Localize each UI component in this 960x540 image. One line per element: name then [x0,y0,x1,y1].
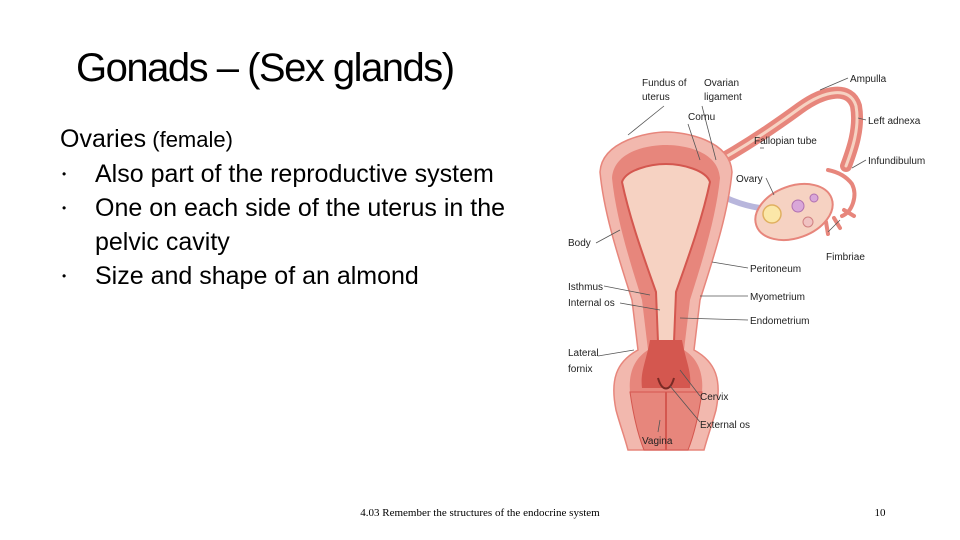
label-isthmus: Isthmus [568,282,603,293]
label-fimbriae: Fimbriae [826,252,865,263]
label-cornu: Cornu [688,112,715,123]
heading-ovaries: Ovaries [60,125,147,153]
bullet-icon: • [62,167,67,181]
footer-text: 4.03 Remember the structures of the endo… [360,507,600,519]
label-vagina: Vagina [642,436,673,447]
bullet-text: Size and shape of an almond [95,262,419,290]
body-text: Ovaries (female) • Also part of the repro… [60,122,530,293]
label-fundus-of-uterus: uterus [642,92,670,103]
bullet-item: • One on each side of the uterus in the p… [60,191,530,259]
bullet-text: One on each side of the uterus in the pe… [95,194,505,256]
section-heading: Ovaries (female) [60,122,530,157]
label-internal-os: Internal os [568,298,615,309]
label-ovarian-ligament: Ovarian [704,78,739,89]
label-fallopian-tube: Fallopian tube [754,136,817,147]
label-ovary: Ovary [736,174,763,185]
label-left-adnexa: Left adnexa [868,116,921,127]
bullet-item: • Size and shape of an almond [60,259,530,293]
bullet-icon: • [62,201,67,215]
fallopian-tube-lumen [704,91,859,170]
ovarian-follicle [791,199,805,213]
slide-title: Gonads – (Sex glands) [76,46,455,90]
label-endometrium: Endometrium [750,316,809,327]
endometrium [620,162,712,343]
bullet-text: Also part of the reproductive system [95,160,494,188]
label-body: Body [568,238,591,249]
external-os [657,377,675,390]
label-lateral-fornix: fornix [568,364,592,375]
label-peritoneum: Peritoneum [750,264,801,275]
uterus-diagram: Fundus of uterus Ovarian ligament Cornu … [568,74,925,451]
bullet-list: • Also part of the reproductive system • O… [60,157,530,293]
ovarian-follicle [802,216,814,228]
heading-female: (female) [146,127,233,152]
label-myometrium: Myometrium [750,292,805,303]
cervix [641,340,691,388]
ovary [754,182,834,242]
bullet-item: • Also part of the reproductive system [60,157,530,191]
ovarian-follicle [762,204,782,224]
label-infundibulum: Infundibulum [868,156,925,167]
page-number: 10 [874,507,886,519]
ovarian-follicle [809,193,819,203]
label-ampulla: Ampulla [850,74,887,85]
leader-lines [595,77,867,433]
label-lateral-fornix: Lateral [568,348,599,359]
label-ovarian-ligament: ligament [704,92,742,103]
bullet-icon: • [62,269,67,283]
label-cervix: Cervix [700,392,728,403]
label-external-os: External os [700,420,750,431]
label-fundus-of-uterus: Fundus of [642,78,687,89]
